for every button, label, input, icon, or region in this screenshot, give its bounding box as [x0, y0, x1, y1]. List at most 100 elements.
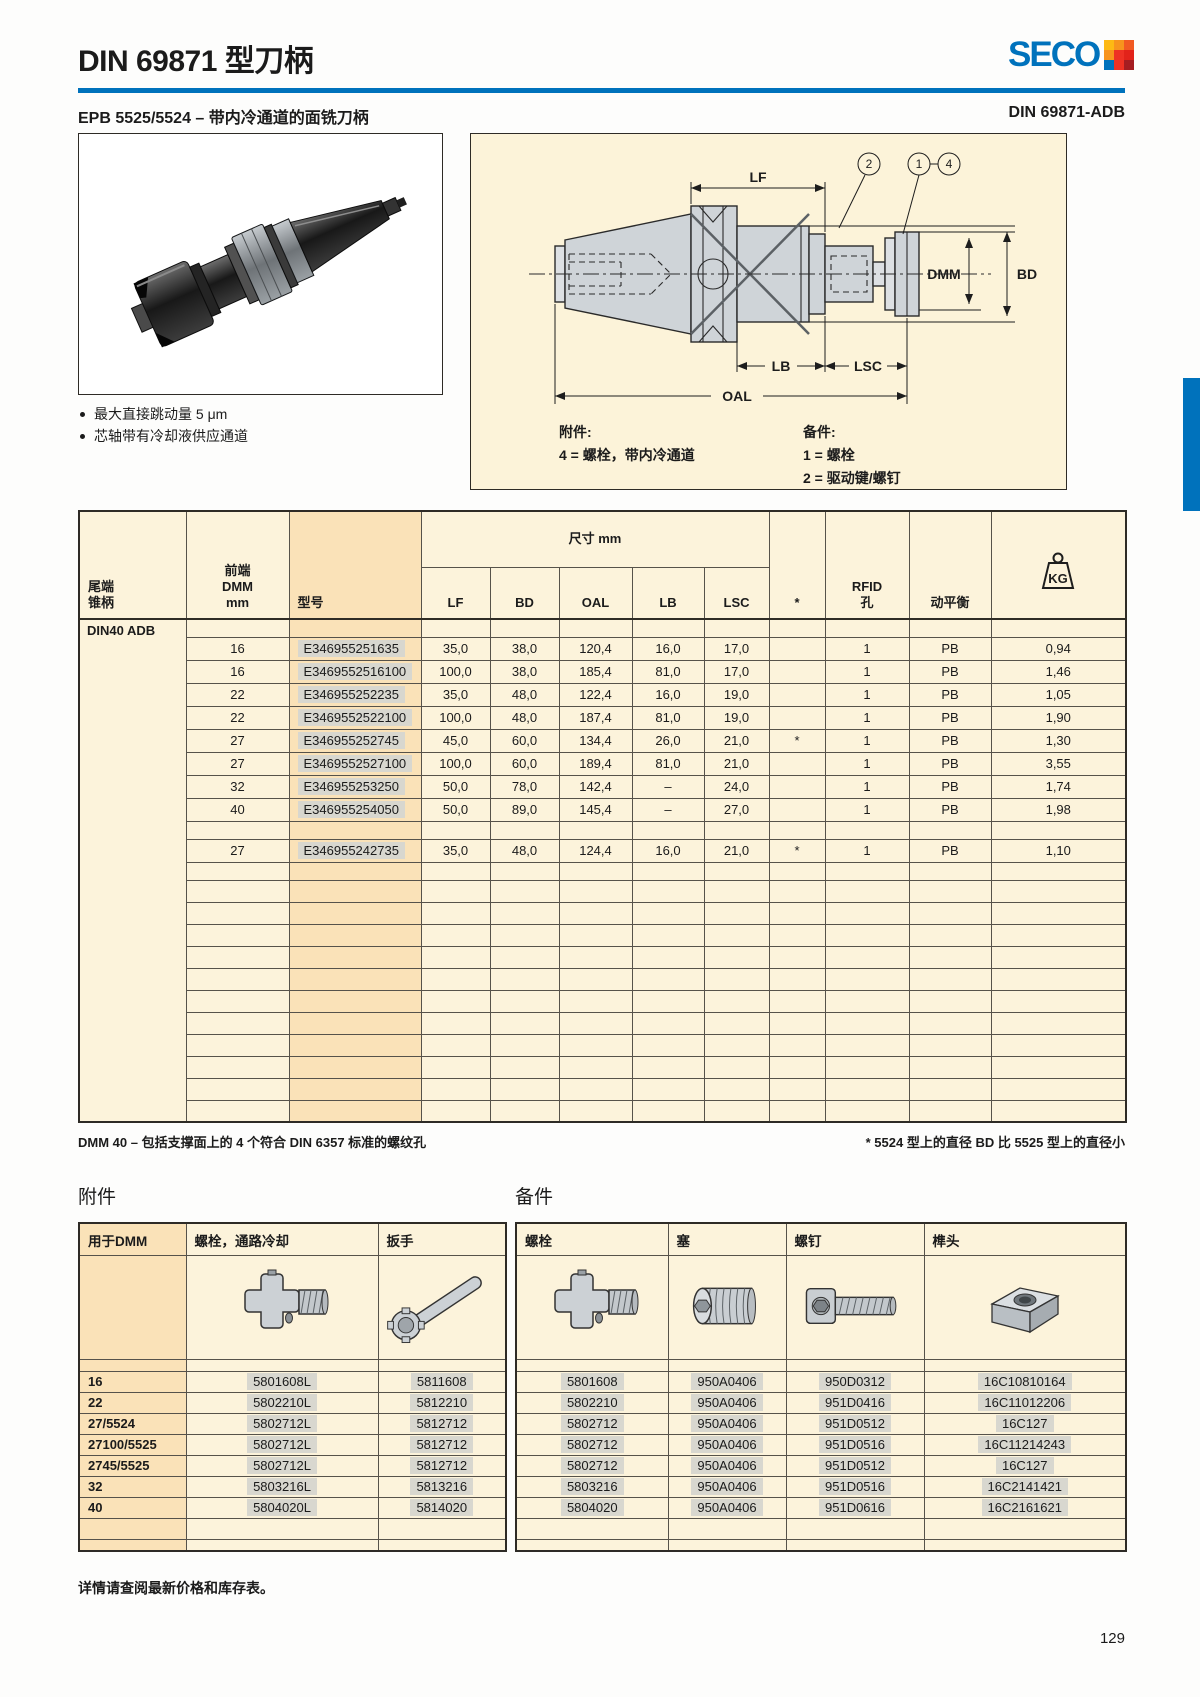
empty-cell [824, 820, 910, 840]
part-number: 951D0616 [819, 1499, 891, 1516]
kg-label: KG [1049, 571, 1069, 586]
wrench-icon [387, 1275, 483, 1343]
cell: – [631, 797, 705, 822]
empty-cell [489, 618, 560, 638]
cell: 142,4 [558, 774, 633, 799]
empty-cell [420, 820, 491, 840]
spares-col-plug: 塞 [667, 1222, 787, 1256]
empty-cell [990, 820, 1127, 840]
cell [768, 659, 826, 684]
screw-icon [554, 1269, 639, 1329]
empty-cell [667, 1517, 787, 1540]
spares-table: 螺栓 塞 螺钉 榫头 [515, 1222, 1127, 1552]
bullet-text: 最大直接跳动量 5 μm [94, 406, 228, 422]
part-number: E346955251635 [297, 640, 405, 657]
empty-cell [377, 1517, 507, 1540]
part-number: 5802712L [247, 1457, 317, 1474]
cell: 1 [824, 774, 910, 799]
cell [768, 682, 826, 707]
table-row [79, 945, 1127, 969]
table-row [78, 1358, 507, 1372]
coolant-screw-icon [244, 1269, 329, 1329]
cell: 1,05 [990, 682, 1127, 707]
empty-cell [185, 861, 290, 881]
empty-cell [78, 1538, 187, 1552]
cell: 16,0 [631, 636, 705, 661]
spares-note-item2: 2 = 驱动键/螺钉 [803, 470, 901, 486]
empty-cell [631, 923, 705, 947]
empty-cell [185, 1099, 290, 1123]
cell: 951D0512 [785, 1412, 925, 1435]
cell: 1 [824, 728, 910, 753]
empty-cell [377, 1358, 507, 1372]
cell: E3469552522100 [288, 705, 422, 730]
cell: E346955253250 [288, 774, 422, 799]
page-number: 129 [1099, 1630, 1125, 1647]
accessories-col-dmm: 用于DMM [78, 1222, 187, 1256]
empty-cell [420, 967, 491, 991]
empty-cell [824, 989, 910, 1013]
empty-cell [768, 901, 826, 925]
table-row [79, 1077, 1127, 1101]
empty-cell [768, 1077, 826, 1101]
empty-cell [185, 820, 290, 840]
cell: E3469552527100 [288, 751, 422, 776]
part-number: 5814020 [410, 1499, 474, 1516]
cell: * [768, 728, 826, 753]
part-number: E3469552516100 [297, 663, 413, 680]
cell: 48,0 [489, 838, 560, 863]
empty-cell [489, 901, 560, 925]
cell: 24,0 [703, 774, 770, 799]
empty-cell [631, 820, 705, 840]
empty-cell [990, 879, 1127, 903]
table-row [79, 1011, 1127, 1035]
empty-cell [420, 945, 491, 969]
tool-holder-photo [130, 196, 407, 348]
part-number: 950A0406 [691, 1457, 763, 1474]
cell: PB [908, 797, 992, 822]
empty-cell [78, 1517, 187, 1540]
footer-note: 详情请查阅最新价格和库存表。 [78, 1580, 274, 1596]
cell: 1,98 [990, 797, 1127, 822]
cell: 5804020 [515, 1496, 669, 1519]
part-number: 5802210L [247, 1394, 317, 1411]
col-header-lsc: LSC [703, 566, 770, 620]
empty-cell [667, 1358, 787, 1372]
part-number: 951D0516 [819, 1436, 891, 1453]
table-row: DIN40 ADB [78, 618, 1127, 1123]
cell: 100,0 [420, 705, 491, 730]
part-number: 950D0312 [819, 1373, 891, 1390]
part-number: 5811608 [410, 1373, 473, 1390]
empty-cell [489, 1077, 560, 1101]
part-number: 950A0406 [691, 1499, 763, 1516]
plug-icon [692, 1287, 756, 1324]
seco-logo-text: SECO [1008, 35, 1101, 74]
col-header-bd: BD [489, 566, 560, 620]
cell: 50,0 [420, 774, 491, 799]
table-row [515, 1517, 1127, 1540]
empty-cell [558, 901, 633, 925]
bullet-item: 最大直接跳动量 5 μm [80, 403, 248, 425]
cell: 32 [78, 1475, 187, 1498]
empty-cell [288, 1099, 422, 1123]
empty-cell [990, 901, 1127, 925]
cell: 951D0516 [785, 1475, 925, 1498]
illustration-cell [785, 1254, 925, 1360]
cell: 3,55 [990, 751, 1127, 776]
cell: 1 [824, 705, 910, 730]
accessories-table: 用于DMM 螺栓，通路冷却 扳手 [78, 1222, 507, 1552]
cell: 145,4 [558, 797, 633, 822]
product-photo-frame [78, 133, 443, 395]
callout-1: 1 [916, 157, 923, 171]
empty-cell [703, 967, 770, 991]
table-row [515, 1538, 1127, 1552]
empty-cell [824, 923, 910, 947]
cell: 60,0 [489, 751, 560, 776]
empty-cell [185, 901, 290, 925]
spares-col-screw: 螺栓 [515, 1222, 669, 1256]
